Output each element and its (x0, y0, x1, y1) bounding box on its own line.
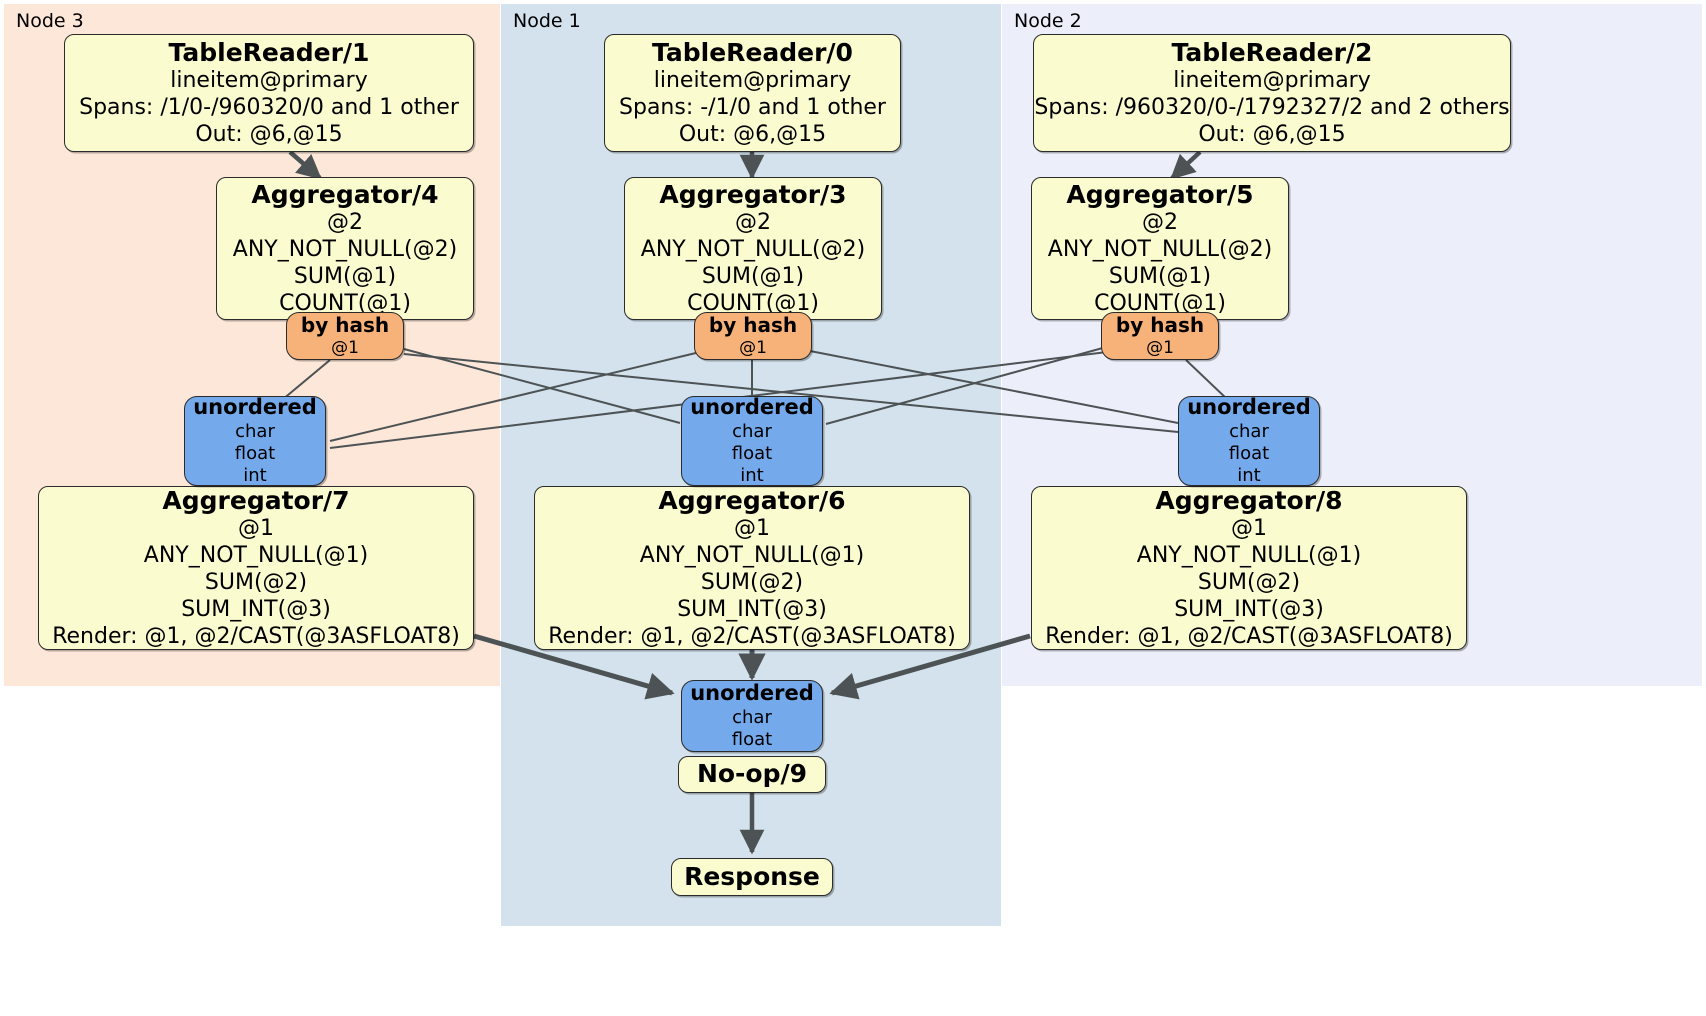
node-detail-line: @1 (734, 516, 770, 542)
node-detail-line: lineitem@primary (653, 68, 852, 93)
node-title: Aggregator/8 (1155, 485, 1343, 515)
stream-title: unordered (690, 395, 814, 420)
node-detail-line: @2 (1142, 210, 1178, 236)
stream-detail-line: float (731, 442, 773, 464)
cluster-node-2-label: Node 2 (1014, 10, 1082, 32)
node-detail-line: SUM_INT(@3) (677, 596, 827, 622)
cluster-node-3-label: Node 3 (16, 10, 84, 32)
node-detail-line: SUM(@2) (1197, 569, 1301, 595)
router-by-hash-node1[interactable]: by hash @1 (694, 312, 812, 360)
node-detail-line: Spans: -/1/0 and 1 other (619, 94, 886, 120)
stream-title: unordered (690, 681, 814, 706)
stream-detail-line: float (234, 442, 276, 464)
node-title: Aggregator/3 (659, 179, 847, 209)
router-title: by hash (708, 313, 798, 338)
stream-title: unordered (193, 395, 317, 420)
node-detail-line: COUNT(@1) (687, 290, 819, 316)
router-detail-line: @1 (331, 337, 359, 358)
node-detail-line: SUM(@2) (700, 569, 804, 595)
node-detail-line: Render: @1, @2/CAST(@3ASFLOAT8) (548, 623, 956, 649)
stream-detail-line: char (732, 706, 772, 728)
node-detail-line: Spans: /960320/0-/1792327/2 and 2 others (1034, 94, 1510, 120)
stream-detail-line: float (1228, 442, 1270, 464)
stream-unordered-node3[interactable]: unordered char float int (184, 395, 326, 486)
node-detail-line: ANY_NOT_NULL(@2) (640, 236, 866, 262)
node-detail-line: ANY_NOT_NULL(@1) (639, 543, 865, 569)
node-aggregator-3[interactable]: Aggregator/3 @2 ANY_NOT_NULL(@2) SUM(@1)… (624, 177, 882, 320)
node-detail-line: SUM(@1) (701, 263, 805, 289)
router-title: by hash (1115, 313, 1205, 338)
node-tablereader-0[interactable]: TableReader/0 lineitem@primary Spans: -/… (604, 34, 901, 152)
stream-unordered-node2[interactable]: unordered char float int (1178, 395, 1320, 486)
node-tablereader-2[interactable]: TableReader/2 lineitem@primary Spans: /9… (1033, 34, 1511, 152)
node-detail-line: @2 (327, 210, 363, 236)
node-detail-line: @2 (735, 210, 771, 236)
stream-detail-line: int (243, 464, 267, 486)
node-aggregator-7[interactable]: Aggregator/7 @1 ANY_NOT_NULL(@1) SUM(@2)… (38, 486, 474, 650)
stream-detail-line: char (732, 420, 772, 442)
node-detail-line: Out: @6,@15 (678, 121, 827, 147)
node-detail-line: ANY_NOT_NULL(@2) (232, 236, 458, 262)
node-title: Aggregator/4 (251, 179, 439, 209)
node-aggregator-8[interactable]: Aggregator/8 @1 ANY_NOT_NULL(@1) SUM(@2)… (1031, 486, 1467, 650)
node-detail-line: @1 (1231, 516, 1267, 542)
node-detail-line: lineitem@primary (170, 68, 368, 93)
stream-unordered-final[interactable]: unordered char float (681, 680, 823, 752)
stream-detail-line: char (1229, 420, 1269, 442)
cluster-node-1-label: Node 1 (513, 10, 581, 32)
node-title: Aggregator/6 (658, 485, 846, 515)
stream-detail-line: int (1237, 464, 1261, 486)
node-detail-line: SUM_INT(@3) (1174, 596, 1324, 622)
router-by-hash-node3[interactable]: by hash @1 (286, 312, 404, 360)
node-detail-line: Render: @1, @2/CAST(@3ASFLOAT8) (1045, 623, 1453, 649)
node-detail-line: COUNT(@1) (279, 290, 411, 316)
node-title: TableReader/0 (652, 37, 853, 67)
node-title: No-op/9 (696, 759, 808, 789)
node-title: TableReader/1 (168, 37, 370, 67)
stream-detail-line: char (235, 420, 275, 442)
node-aggregator-6[interactable]: Aggregator/6 @1 ANY_NOT_NULL(@1) SUM(@2)… (534, 486, 970, 650)
node-title: Response (684, 861, 820, 891)
node-detail-line: SUM(@1) (1108, 263, 1212, 289)
stream-title: unordered (1187, 395, 1311, 420)
node-detail-line: lineitem@primary (1173, 68, 1371, 93)
node-detail-line: SUM(@1) (293, 263, 397, 289)
router-detail-line: @1 (739, 337, 767, 358)
router-detail-line: @1 (1146, 337, 1174, 358)
node-detail-line: COUNT(@1) (1094, 290, 1226, 316)
node-detail-line: ANY_NOT_NULL(@1) (1136, 543, 1362, 569)
node-detail-line: SUM(@2) (204, 569, 308, 595)
router-title: by hash (300, 313, 390, 338)
node-title: Aggregator/7 (162, 485, 350, 515)
node-detail-line: @1 (238, 516, 274, 542)
node-detail-line: Spans: /1/0-/960320/0 and 1 other (79, 94, 459, 120)
stream-detail-line: float (731, 728, 773, 750)
node-no-op-9[interactable]: No-op/9 (678, 756, 826, 793)
node-detail-line: Out: @6,@15 (195, 121, 343, 147)
node-detail-line: Render: @1, @2/CAST(@3ASFLOAT8) (52, 623, 460, 649)
stream-detail-line: int (740, 464, 764, 486)
node-detail-line: SUM_INT(@3) (181, 596, 331, 622)
node-title: TableReader/2 (1171, 37, 1373, 67)
node-aggregator-5[interactable]: Aggregator/5 @2 ANY_NOT_NULL(@2) SUM(@1)… (1031, 177, 1289, 320)
node-response[interactable]: Response (671, 858, 833, 896)
node-detail-line: ANY_NOT_NULL(@1) (143, 543, 369, 569)
node-detail-line: ANY_NOT_NULL(@2) (1047, 236, 1273, 262)
node-aggregator-4[interactable]: Aggregator/4 @2 ANY_NOT_NULL(@2) SUM(@1)… (216, 177, 474, 320)
node-title: Aggregator/5 (1066, 179, 1254, 209)
router-by-hash-node2[interactable]: by hash @1 (1101, 312, 1219, 360)
node-tablereader-1[interactable]: TableReader/1 lineitem@primary Spans: /1… (64, 34, 474, 152)
stream-unordered-node1[interactable]: unordered char float int (681, 395, 823, 486)
node-detail-line: Out: @6,@15 (1198, 121, 1346, 147)
